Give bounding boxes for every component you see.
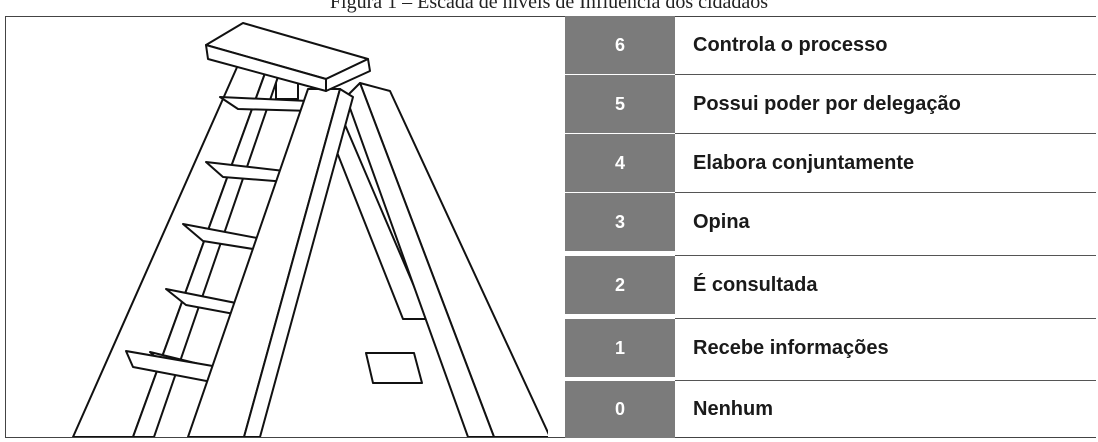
level-label: Recebe informações xyxy=(675,319,1096,377)
participation-levels-table: 6 Controla o processo 5 Possui poder por… xyxy=(565,16,1096,438)
level-row-6: 6 Controla o processo xyxy=(565,16,1096,74)
level-number: 1 xyxy=(565,319,675,377)
level-label: Controla o processo xyxy=(675,16,1096,74)
level-label: Opina xyxy=(675,193,1096,251)
level-row-1: 1 Recebe informações xyxy=(565,319,1096,377)
level-number: 4 xyxy=(565,134,675,192)
level-label: Elabora conjuntamente xyxy=(675,134,1096,192)
level-row-4: 4 Elabora conjuntamente xyxy=(565,134,1096,192)
stepladder-icon xyxy=(8,19,548,437)
level-number: 0 xyxy=(565,381,675,438)
level-row-5: 5 Possui poder por delegação xyxy=(565,75,1096,133)
level-label: É consultada xyxy=(675,256,1096,314)
level-number: 2 xyxy=(565,256,675,314)
stepladder-illustration xyxy=(8,19,548,437)
level-label: Possui poder por delegação xyxy=(675,75,1096,133)
level-row-0: 0 Nenhum xyxy=(565,381,1096,438)
level-number: 5 xyxy=(565,75,675,133)
level-row-2: 2 É consultada xyxy=(565,256,1096,314)
level-number: 3 xyxy=(565,193,675,251)
level-label: Nenhum xyxy=(675,381,1096,438)
level-number: 6 xyxy=(565,16,675,74)
level-row-3: 3 Opina xyxy=(565,193,1096,251)
figure-caption: Figura 1 – Escada de níveis de Influênci… xyxy=(0,0,1098,16)
figure-caption-text: Figura 1 – Escada de níveis de Influênci… xyxy=(0,0,1098,14)
